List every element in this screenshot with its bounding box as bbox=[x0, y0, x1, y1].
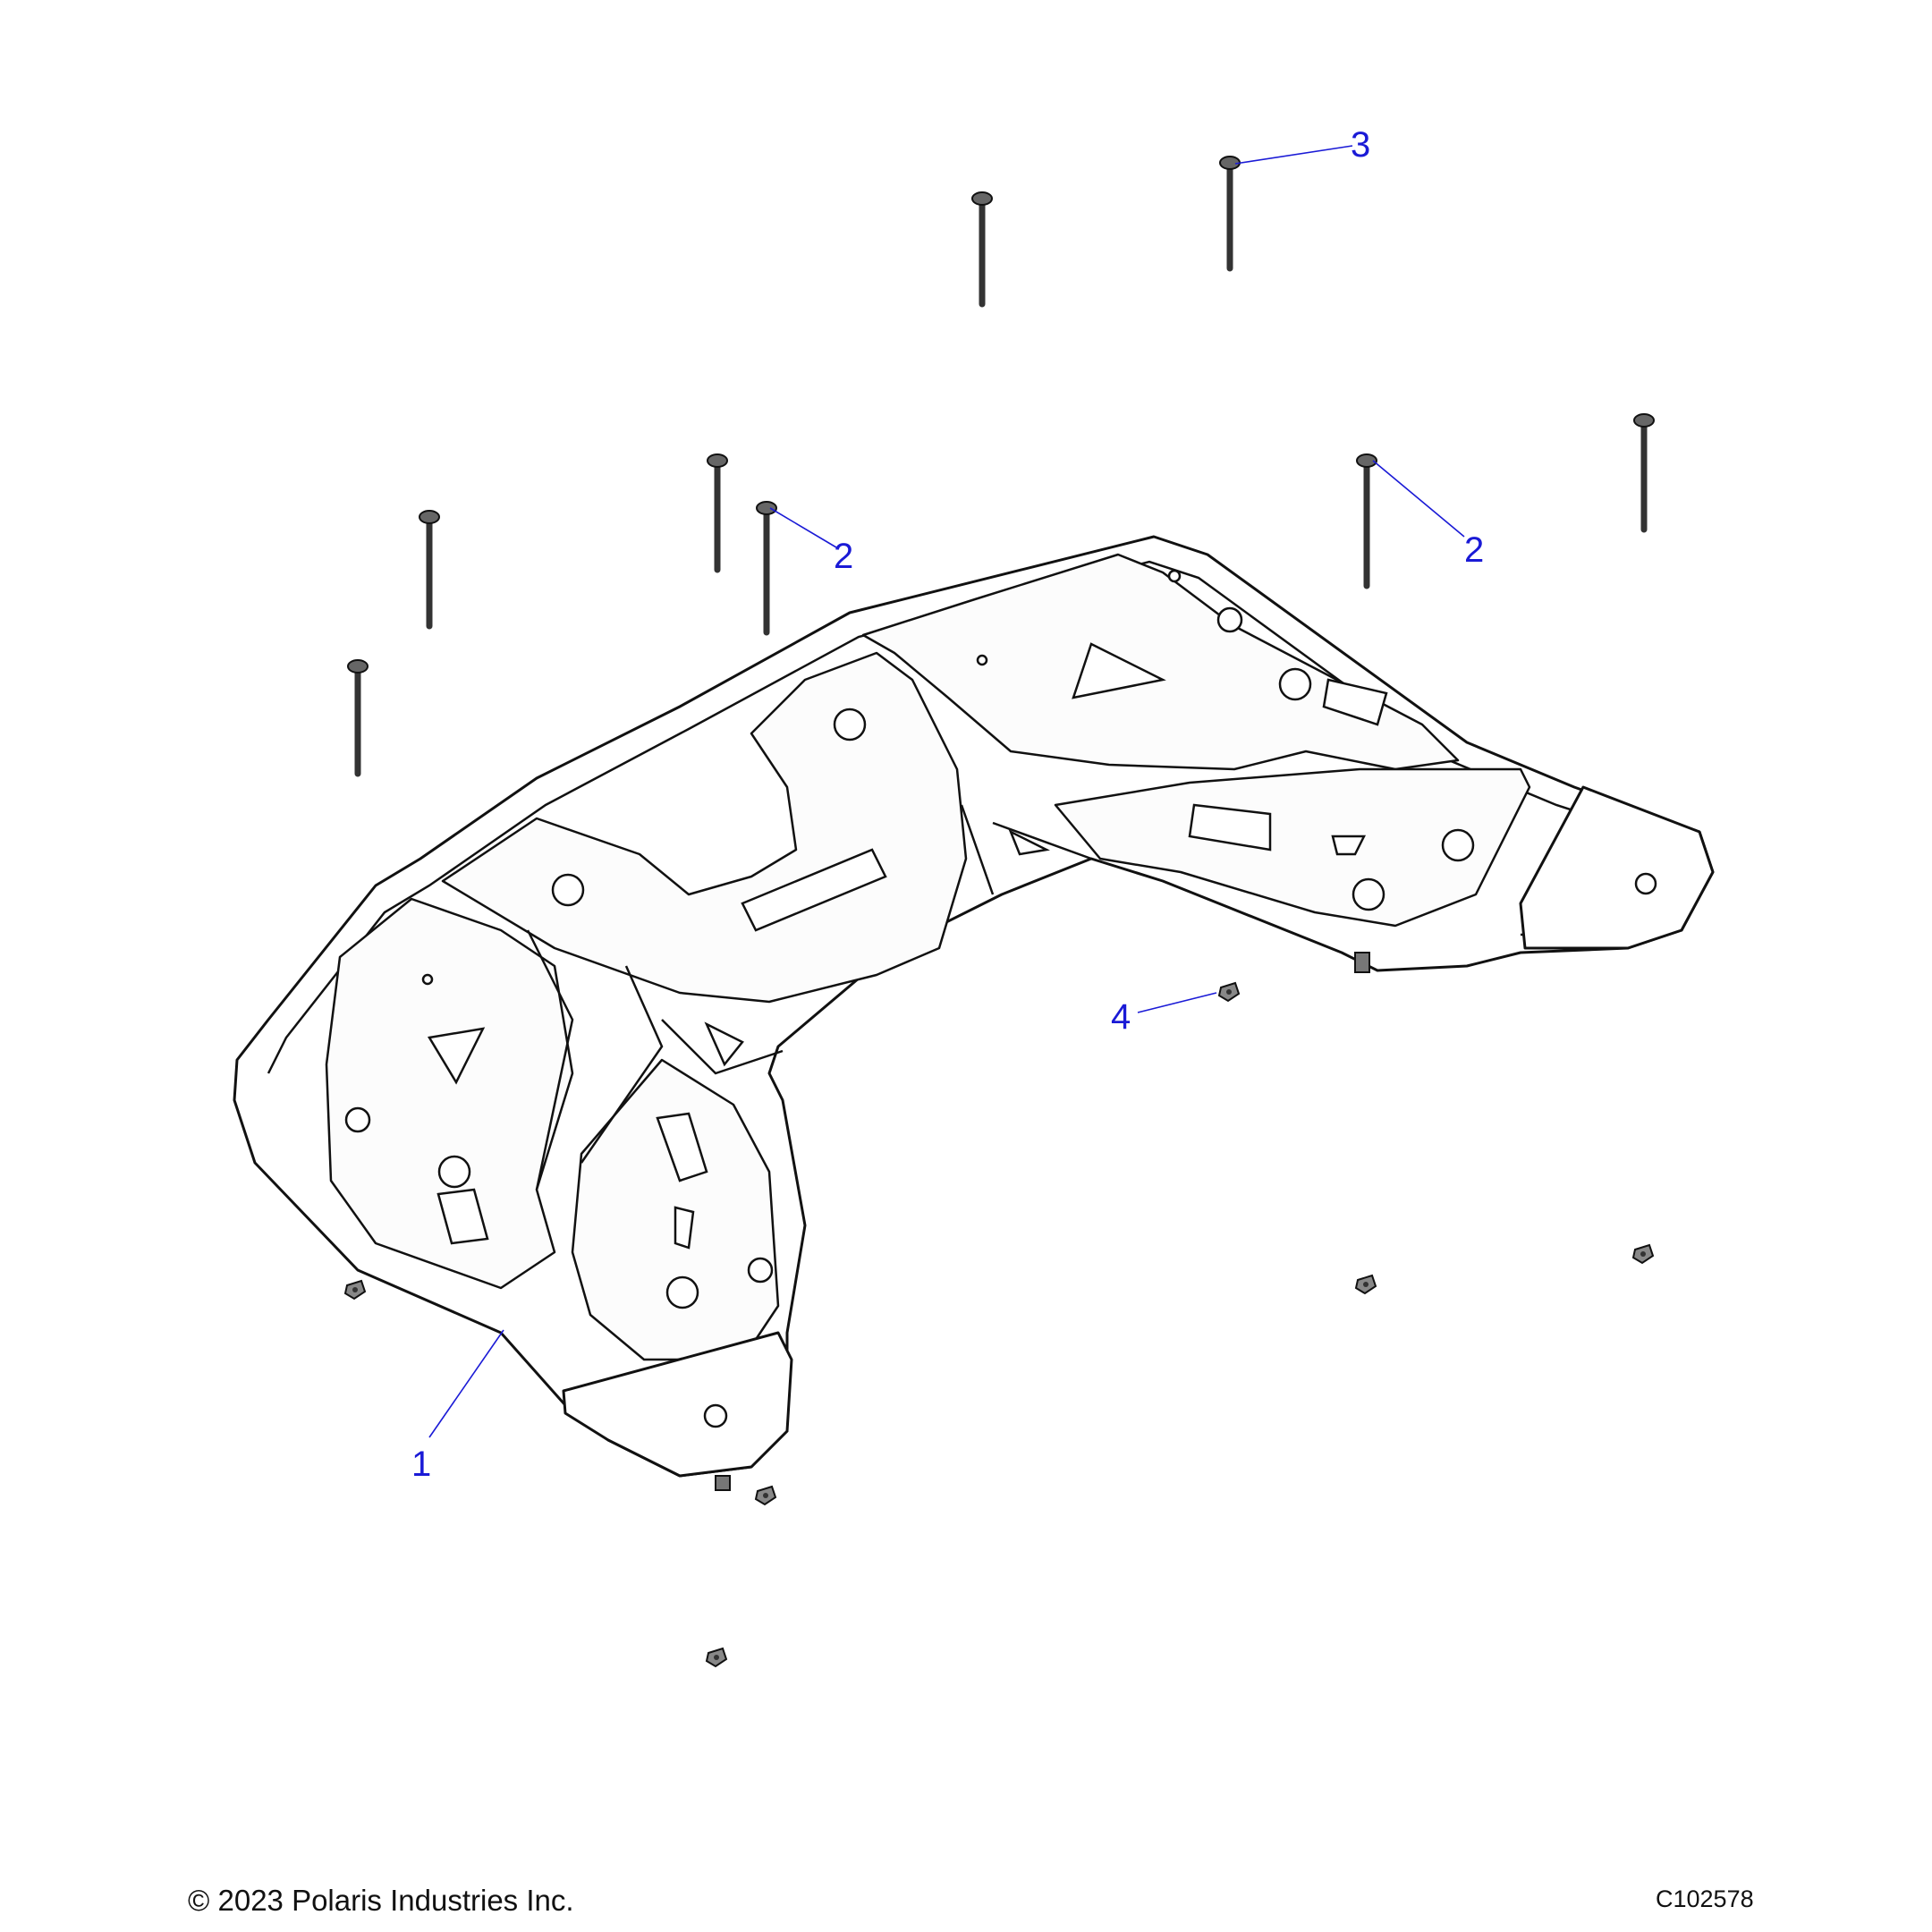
callout-4: 4 bbox=[1111, 997, 1131, 1037]
figure-id: C102578 bbox=[1656, 1885, 1754, 1912]
bolt bbox=[419, 510, 440, 630]
bolt bbox=[707, 453, 728, 573]
bolt bbox=[347, 659, 369, 777]
callout-2-left: 2 bbox=[834, 537, 853, 576]
left-foot bbox=[562, 1331, 793, 1478]
right-foot bbox=[1519, 785, 1715, 950]
nuts bbox=[343, 981, 1655, 1668]
bolts bbox=[347, 156, 1655, 777]
nut bbox=[1631, 1243, 1655, 1265]
nut bbox=[754, 1485, 777, 1506]
bolt bbox=[756, 501, 777, 636]
left-front-plate bbox=[325, 897, 574, 1290]
center-plate bbox=[441, 651, 968, 1004]
callout-2-right: 2 bbox=[1464, 530, 1484, 570]
leader-lines bbox=[428, 145, 1465, 1438]
bolt bbox=[971, 191, 993, 308]
bolt bbox=[1356, 453, 1377, 589]
nut bbox=[1354, 1274, 1377, 1295]
nut bbox=[343, 1279, 367, 1301]
nut bbox=[705, 1647, 728, 1668]
right-front-plate bbox=[1054, 767, 1531, 928]
rack-assembly bbox=[233, 535, 1715, 1491]
callout-1: 1 bbox=[411, 1445, 431, 1484]
copyright-text: © 2023 Polaris Industries Inc. bbox=[188, 1884, 574, 1917]
callout-3: 3 bbox=[1351, 125, 1370, 165]
bolt bbox=[1633, 413, 1655, 533]
nut bbox=[1217, 981, 1241, 1003]
bolt bbox=[1219, 156, 1241, 272]
